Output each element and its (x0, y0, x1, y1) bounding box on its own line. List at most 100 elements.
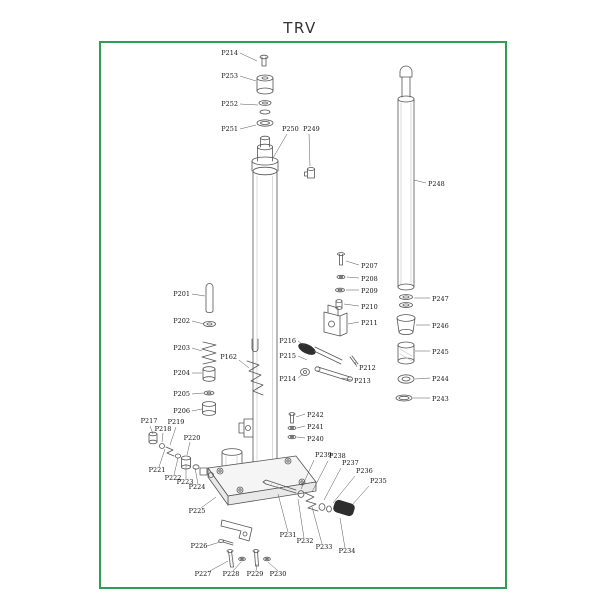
part-label-P239: P239 (315, 451, 332, 459)
part-label-P253: P253 (221, 72, 238, 80)
leader-line (194, 467, 199, 485)
leader-line (339, 517, 346, 549)
leader-line (311, 506, 323, 545)
leader-line (191, 347, 203, 352)
part-label-P207: P207 (361, 262, 378, 270)
part-label-P214: P214 (221, 49, 238, 57)
left-small-parts (201, 283, 217, 416)
leader-line (169, 426, 177, 446)
pump-spring (246, 338, 264, 396)
part-label-P223: P223 (177, 478, 194, 486)
leader-line (414, 377, 431, 380)
leader-line (277, 493, 289, 533)
part-label-P201: P201 (173, 290, 190, 298)
part-label-P230: P230 (270, 570, 287, 578)
leader-line (296, 436, 306, 439)
leader-line (297, 498, 305, 539)
leader-line (300, 459, 315, 490)
part-label-P220: P220 (184, 434, 201, 442)
leader-line (341, 377, 353, 381)
part-label-P205: P205 (173, 390, 190, 398)
part-label-P249: P249 (303, 125, 320, 133)
part-label-P235: P235 (370, 477, 387, 485)
leader-line (158, 448, 166, 468)
part-label-P210: P210 (361, 303, 378, 311)
leader-line (239, 75, 257, 82)
leader-line (297, 355, 308, 361)
cylinder-top-parts (256, 54, 274, 127)
leader-line (191, 293, 206, 297)
leader-line (345, 260, 360, 266)
part-label-P209: P209 (361, 287, 378, 295)
part-label-P202: P202 (173, 317, 190, 325)
part-label-P208: P208 (361, 275, 378, 283)
part-label-P227: P227 (195, 570, 212, 578)
leader-line (149, 425, 154, 435)
part-label-P234: P234 (339, 547, 356, 555)
part-label-P204: P204 (173, 369, 190, 377)
part-label-P212: P212 (359, 364, 376, 372)
part-label-P244: P244 (432, 375, 449, 383)
release-valve-chain (262, 479, 355, 517)
part-label-P217: P217 (141, 417, 158, 425)
leader-line (239, 52, 258, 62)
part-label-P252: P252 (221, 100, 238, 108)
part-label-P224: P224 (189, 483, 206, 491)
leader-line (191, 408, 203, 412)
piston-rod (397, 65, 415, 291)
leader-line (186, 441, 191, 456)
part-label-P250: P250 (282, 125, 299, 133)
part-label-P203: P203 (173, 344, 190, 352)
leader-line (343, 303, 360, 307)
leader-line (255, 563, 258, 572)
leader-line (238, 359, 250, 369)
part-label-P211: P211 (361, 319, 378, 327)
leader-line (161, 432, 164, 443)
part-label-P213: P213 (354, 377, 371, 385)
leader-line (332, 475, 356, 504)
part-label-P226: P226 (191, 542, 208, 550)
leader-line (347, 321, 360, 325)
part-label-P246: P246 (432, 322, 449, 330)
part-label-P214: P214 (279, 375, 296, 383)
leader-line (232, 561, 242, 572)
part-label-P228: P228 (223, 570, 240, 578)
main-cylinder (251, 135, 279, 467)
leader-line (346, 276, 360, 279)
part-label-P218: P218 (155, 425, 172, 433)
leader-line (311, 460, 329, 493)
part-label-P162: P162 (220, 353, 237, 361)
drawing (148, 54, 416, 568)
part-label-P247: P247 (432, 295, 449, 303)
part-label-P241: P241 (307, 423, 324, 431)
part-label-P222: P222 (165, 474, 182, 482)
part-label-P216: P216 (279, 337, 296, 345)
part-label-P233: P233 (316, 543, 333, 551)
part-label-P232: P232 (297, 537, 314, 545)
leader-line (173, 457, 179, 476)
leader-line (295, 413, 306, 418)
mid-bolt-parts (287, 412, 297, 440)
part-label-P221: P221 (149, 466, 166, 474)
leader-line (239, 103, 259, 106)
base-plate (207, 455, 317, 506)
leader-line (323, 467, 342, 501)
leader-line (413, 179, 427, 184)
release-lever-assembly (298, 252, 359, 382)
part-label-P231: P231 (280, 531, 297, 539)
part-label-P248: P248 (428, 180, 445, 188)
clevis-bracket (238, 418, 254, 438)
handle-bracket (220, 519, 253, 542)
overflow-valve (304, 167, 315, 179)
base-screws (218, 539, 271, 568)
part-label-P215: P215 (279, 352, 296, 360)
part-label-P229: P229 (247, 570, 264, 578)
leader-line (207, 560, 229, 573)
part-label-P206: P206 (173, 407, 190, 415)
part-label-P219: P219 (168, 418, 185, 426)
leader-line (296, 425, 306, 429)
part-label-P242: P242 (307, 411, 324, 419)
